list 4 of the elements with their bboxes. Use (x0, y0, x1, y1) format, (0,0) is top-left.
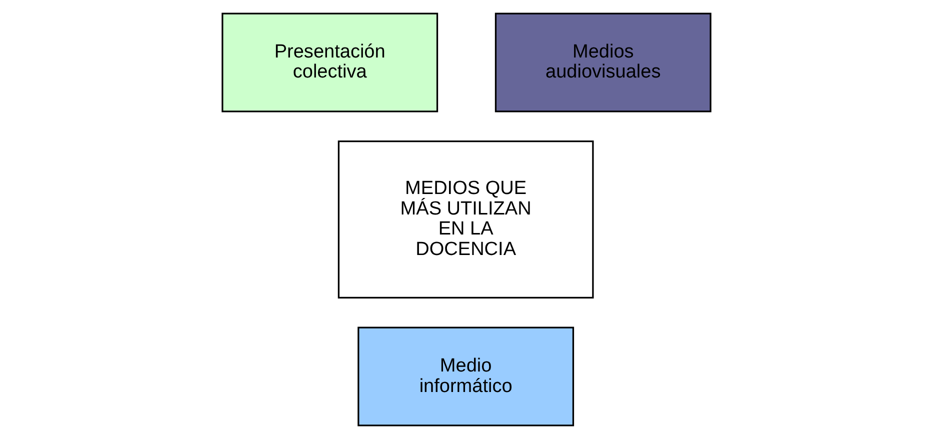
node-box: Medio informático (357, 326, 574, 426)
node-box: Medios audiovisuales (494, 12, 711, 112)
node-box: Presentación colectiva (221, 12, 438, 112)
node-box: MEDIOS QUE MÁS UTILIZAN EN LA DOCENCIA (337, 140, 594, 298)
